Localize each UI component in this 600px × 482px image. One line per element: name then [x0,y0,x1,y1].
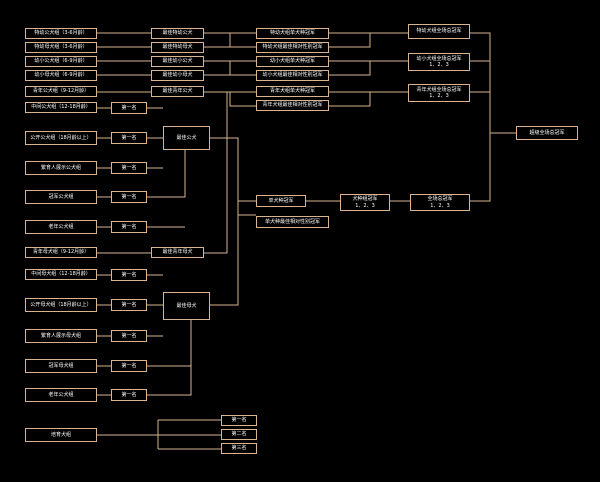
best-male: 最佳公犬 [163,126,210,150]
pair-second-place: 第二名 [221,429,257,440]
first-place-breeder-male: 第一名 [111,162,147,174]
first-place-intermediate-male: 第一名 [111,102,147,114]
category-youth-female: 青年母犬组（9-12月龄） [25,247,97,258]
junior-best-opposite-sex: 幼小犬组最佳相对性别冠军 [256,70,329,81]
best-junior-female: 最佳幼小母犬 [151,70,204,81]
puppy-bis: 特幼犬组全场总冠军 [408,24,470,39]
first-place-champion-female: 第一名 [111,360,147,372]
youth-best-of-breed: 青年犬组单犬种冠军 [256,86,329,97]
best-puppy-male: 最佳特幼公犬 [151,28,204,39]
category-champion-female: 冠军母犬组 [25,359,97,373]
first-place-breeder-female: 第一名 [111,330,147,342]
first-place-champion-male: 第一名 [111,191,147,203]
junior-best-of-breed: 幼小犬组单犬种冠军 [256,56,329,67]
category-breeder-male: 繁育人展示公犬组 [25,161,97,175]
youth-best-opposite-sex: 青年犬组最佳相对性别冠军 [256,100,329,111]
puppy-best-of-breed: 特幼犬组单犬种冠军 [256,28,329,39]
pair-first-place: 第一名 [221,415,257,426]
puppy-best-opposite-sex: 特幼犬组最佳相对性别冠军 [256,42,329,53]
category-veteran-male: 老年公犬组 [25,220,97,234]
youth-bis: 青年犬组全场总冠军 1、2、3 [408,84,470,102]
best-opposite-sex: 单犬种最佳相对性别冠军 [256,216,329,228]
junior-bis: 幼小犬组全场总冠军 1、2、3 [408,53,470,71]
category-junior-male: 幼小公犬组（6-9月龄） [25,56,97,67]
breed-group-winner: 犬种组冠军 1、2、3 [340,194,390,211]
first-place-veteran-male: 第一名 [111,221,147,233]
first-place-open-male: 第一名 [111,132,147,144]
supreme-best-in-show: 超级全场总冠军 [516,126,578,140]
pair-third-place: 第三名 [221,443,257,454]
category-intermediate-male: 中间公犬组（12-18月龄） [25,102,97,113]
category-breeder-female: 繁育人展示母犬组 [25,329,97,343]
first-place-open-female: 第一名 [111,299,147,311]
first-place-veteran-female: 第一名 [111,389,147,401]
best-in-show: 全场总冠军 1、2、3 [410,194,470,211]
category-intermediate-female: 中间母犬组（12-18月龄） [25,269,97,280]
category-veteran-female: 老年公犬组 [25,388,97,402]
best-junior-male: 最佳幼小公犬 [151,56,204,67]
category-champion-male: 冠军公犬组 [25,190,97,204]
best-of-breed: 单犬种冠军 [256,195,306,207]
category-junior-female: 幼小母犬组（6-9月龄） [25,70,97,81]
category-youth-male: 青年公犬组（9-12月龄） [25,86,97,97]
category-puppy-female: 特幼母犬组（3-6月龄） [25,42,97,53]
category-puppy-male: 特幼公犬组（3-6月龄） [25,28,97,39]
category-open-male: 公开公犬组（18月龄以上） [25,131,97,145]
best-puppy-female: 最佳特幼母犬 [151,42,204,53]
category-open-female: 公开母犬组（18月龄以上） [25,298,97,312]
first-place-intermediate-female: 第一名 [111,269,147,281]
best-female: 最佳母犬 [163,292,210,320]
best-youth-male: 最佳青年公犬 [151,86,204,97]
category-pair: 培育犬组 [25,428,97,442]
best-youth-female: 最佳青年母犬 [151,247,204,258]
